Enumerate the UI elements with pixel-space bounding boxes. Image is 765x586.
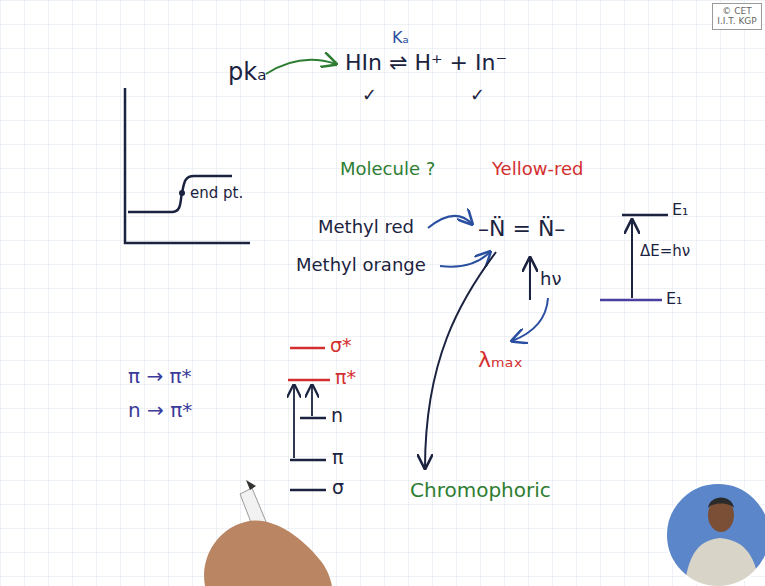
check-mark: ✓ — [362, 84, 377, 106]
presenter-head — [708, 498, 734, 532]
check-mark: ✓ — [470, 84, 485, 106]
logo-box: © CET I.I.T. KGP — [712, 3, 762, 30]
upper-level — [622, 214, 668, 217]
chromophore-label: Chromophoric — [410, 478, 551, 502]
excitation-arrow — [529, 258, 531, 300]
wavelength-label: λₘₐₓ — [478, 347, 523, 373]
logo-text: © CET I.I.T. KGP — [715, 6, 759, 27]
orbital-label: π — [332, 446, 343, 469]
presenter-inset — [666, 483, 765, 586]
pi-star-level — [288, 379, 330, 382]
methyl-red-arrow — [428, 216, 472, 228]
methyl-orange-arrow — [440, 252, 490, 267]
indicator-name: Methyl red — [318, 216, 414, 238]
point-label: end pt. — [190, 184, 243, 202]
lambda-arrow — [512, 298, 548, 341]
constant-label: Kₐ — [392, 28, 409, 47]
pka-arrow — [266, 60, 336, 74]
energy-label: E₁ — [672, 200, 689, 219]
transition-label: n → π* — [128, 398, 192, 422]
transition-label: π → π* — [128, 364, 192, 388]
photon-label: hν — [540, 268, 561, 290]
orbital-label: π* — [335, 366, 356, 389]
gap-arrow — [631, 220, 633, 298]
lower-level — [600, 299, 662, 302]
energy-label: E₁ — [666, 289, 683, 308]
marker-tip — [246, 480, 256, 490]
end-point-dot — [179, 190, 185, 196]
energy-gap-label: ΔE=hν — [640, 242, 690, 260]
constant-label: pkₐ — [228, 58, 267, 87]
plot-axes — [125, 88, 250, 243]
indicator-name: Methyl orange — [296, 254, 426, 276]
sigma-level — [290, 489, 326, 492]
orbital-label: σ* — [330, 334, 352, 357]
hand-with-marker — [204, 480, 332, 586]
orbital-label: n — [331, 404, 343, 427]
n-level — [300, 417, 326, 420]
presenter-hair — [708, 498, 734, 509]
equilibrium-equation: HIn ⇌ H⁺ + In⁻ — [345, 50, 507, 76]
inset-border — [666, 483, 765, 586]
question-label: Molecule ? — [340, 158, 435, 180]
sigma-star-level — [290, 347, 325, 350]
colour-label: Yellow-red — [492, 158, 583, 180]
hand — [204, 521, 332, 586]
n-pi-star-arrow — [311, 385, 313, 416]
orbital-label: σ — [332, 476, 344, 499]
presenter-body — [684, 538, 760, 586]
pi-pi-star-arrow — [293, 385, 295, 458]
pi-level — [290, 459, 326, 462]
azo-group: –N̈ = N̈– — [478, 216, 565, 242]
